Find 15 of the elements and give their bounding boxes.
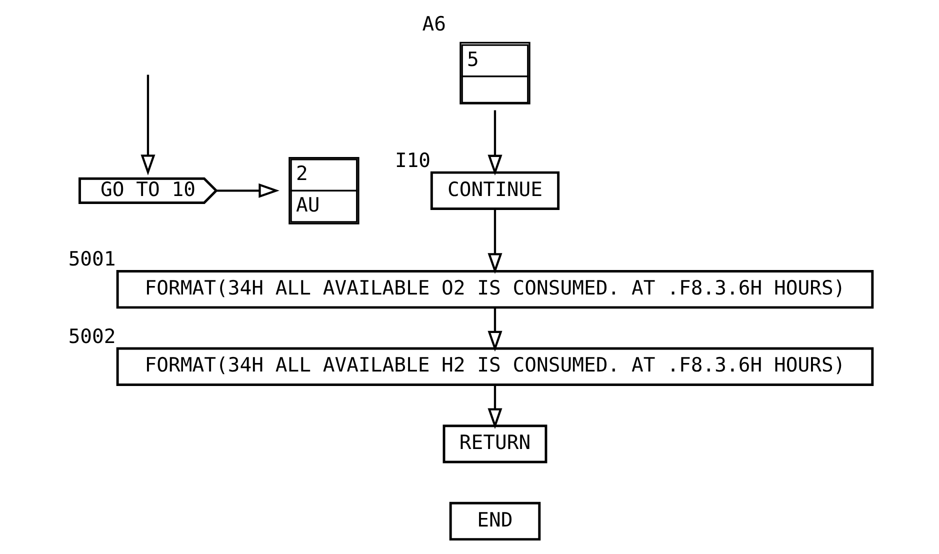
arrow [488,208,502,274]
node-box: FORMAT(34H ALL AVAILABLE O2 IS CONSUMED. AT .F8.3.6H HOURS) [116,270,874,309]
node-box: RETURN [442,424,548,464]
arrow [216,183,280,198]
node-box: FORMAT(34H ALL AVAILABLE H2 IS CONSUMED. AT .F8.3.6H HOURS) [116,347,874,386]
node-label: 5002 [68,324,116,348]
node-label: 5001 [68,248,116,271]
arrow [488,385,502,429]
arrow [140,74,156,176]
node-box: CONTINUE [430,171,560,210]
node-box: END [449,502,541,541]
node-label: I10 [394,148,431,172]
arrow [488,110,502,176]
arrow [488,308,502,352]
node-label: A6 [422,12,446,36]
